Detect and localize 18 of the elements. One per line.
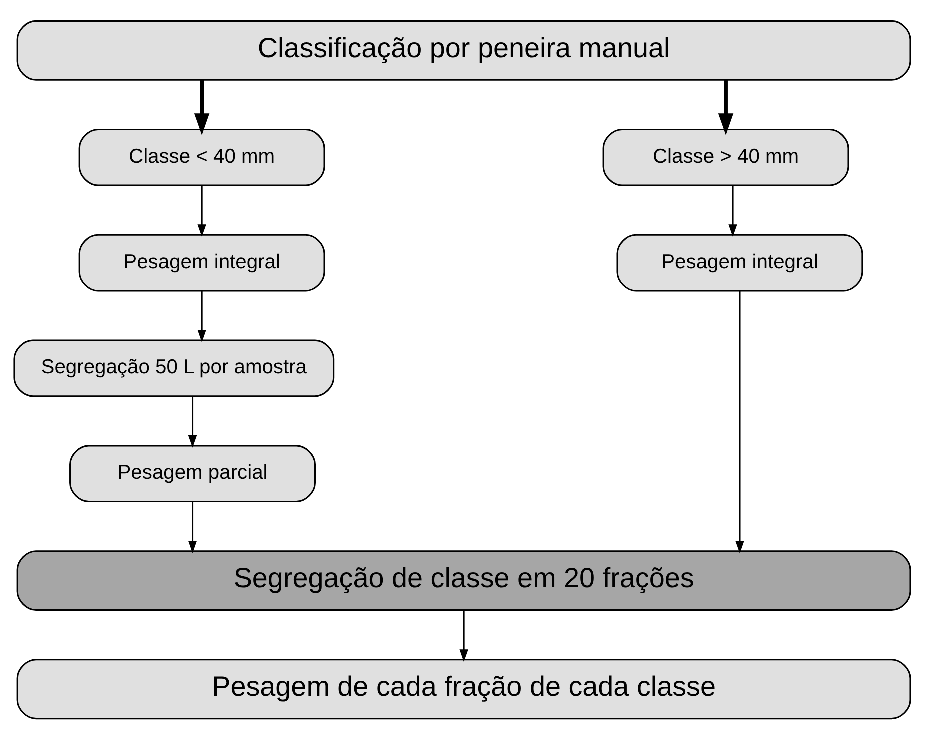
arrow bbox=[194, 80, 210, 135]
node-box: Classe > 40 mm bbox=[602, 128, 850, 186]
arrow bbox=[198, 290, 206, 342]
node-box: Segregação 50 L por amostra bbox=[14, 339, 335, 397]
node-box: Classificação por peneira manual bbox=[16, 20, 912, 80]
arrow bbox=[736, 290, 744, 554]
node-box: Pesagem de cada fração de cada classe bbox=[16, 658, 912, 720]
arrow bbox=[728, 185, 738, 237]
node-box: Segregação de classe em 20 frações bbox=[16, 550, 912, 611]
node-box: Pesagem integral bbox=[616, 234, 864, 292]
arrow bbox=[460, 610, 468, 662]
arrow bbox=[198, 185, 206, 237]
arrow bbox=[188, 501, 198, 553]
arrow bbox=[718, 80, 734, 135]
node-box: Pesagem parcial bbox=[70, 444, 316, 502]
node-box: Classe < 40 mm bbox=[78, 128, 326, 186]
arrow bbox=[188, 396, 198, 448]
node-box: Pesagem integral bbox=[78, 234, 326, 292]
